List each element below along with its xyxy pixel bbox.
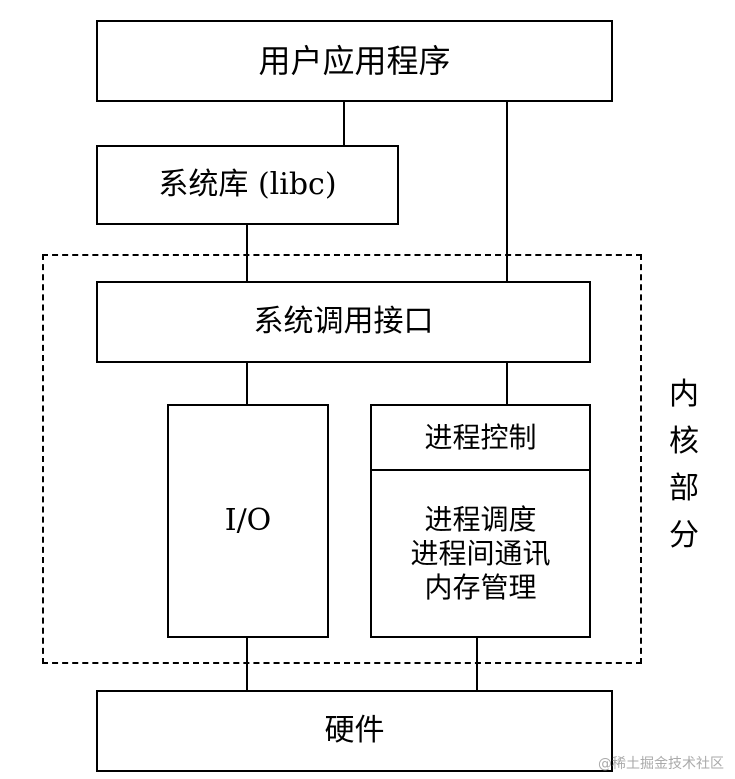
process-control-header: 进程控制	[372, 406, 589, 471]
line-process-to-hardware	[476, 638, 478, 690]
user-application-box: 用户应用程序	[96, 20, 613, 102]
user-application-label: 用户应用程序	[258, 42, 451, 80]
line-user-to-libc	[343, 102, 345, 145]
line-libc-to-syscall	[246, 225, 248, 281]
watermark: @稀土掘金技术社区	[598, 756, 724, 772]
kernel-boundary	[42, 254, 642, 664]
system-call-interface-label: 系统调用接口	[253, 304, 434, 339]
hardware-label: 硬件	[324, 713, 385, 748]
kernel-label-char: 部	[669, 471, 699, 506]
interprocess-communication-label: 进程间通讯	[410, 536, 551, 570]
line-syscall-to-process	[506, 363, 508, 404]
kernel-label: 内 核 部 分	[665, 380, 703, 551]
kernel-label-char: 核	[669, 424, 699, 459]
line-io-to-hardware	[246, 638, 248, 690]
process-control-box: 进程控制 进程调度 进程间通讯 内存管理	[370, 404, 591, 638]
process-control-title: 进程控制	[424, 420, 537, 454]
system-library-label: 系统库 (libc)	[158, 167, 337, 202]
process-scheduling-label: 进程调度	[424, 502, 537, 536]
memory-management-label: 内存管理	[424, 570, 537, 604]
kernel-label-char: 内	[669, 377, 699, 412]
system-library-box: 系统库 (libc)	[96, 145, 399, 225]
kernel-label-char: 分	[669, 518, 699, 553]
hardware-box: 硬件	[96, 690, 613, 772]
io-label: I/O	[224, 503, 272, 538]
line-syscall-to-io	[246, 363, 248, 404]
process-control-body: 进程调度 进程间通讯 内存管理	[372, 471, 589, 636]
system-call-interface-box: 系统调用接口	[96, 281, 591, 363]
line-user-to-syscall	[506, 102, 508, 281]
io-box: I/O	[167, 404, 329, 638]
